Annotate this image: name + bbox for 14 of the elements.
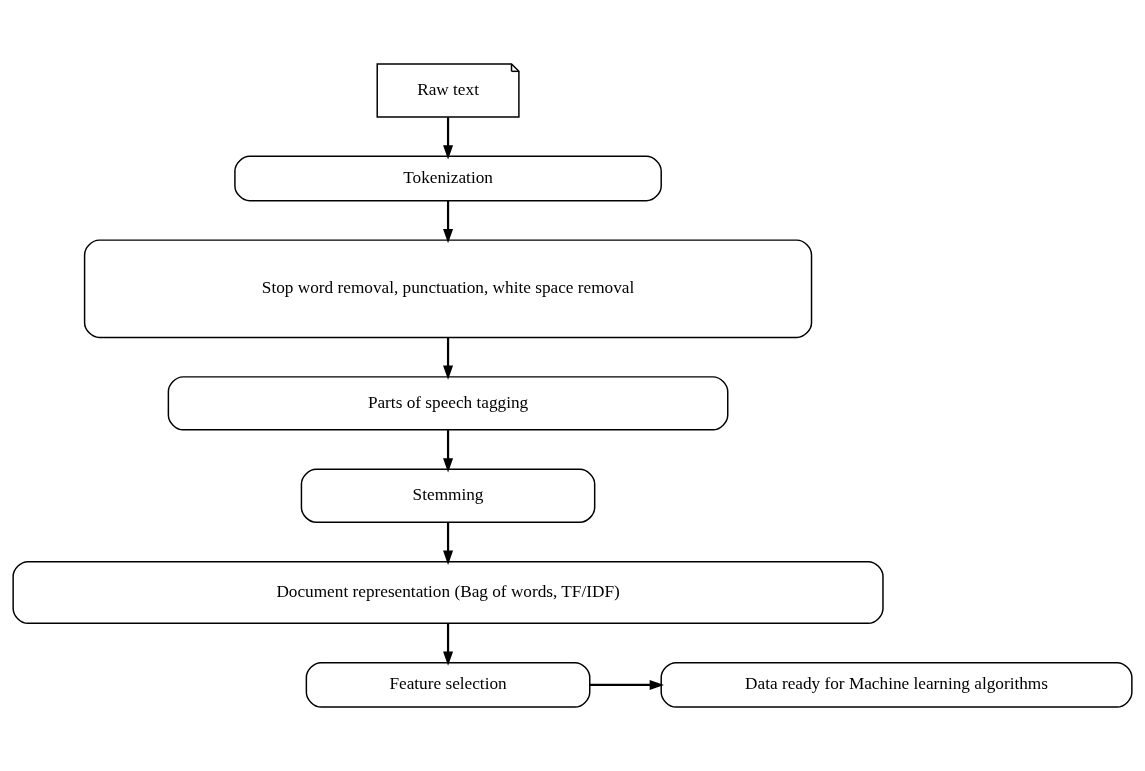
arrow	[443, 623, 454, 666]
arrow	[443, 430, 454, 473]
node-box: Stemming	[300, 468, 596, 523]
node-box: Parts of speech tagging	[167, 376, 729, 431]
arrow	[589, 679, 664, 690]
arrow	[443, 522, 454, 565]
arrow	[443, 117, 454, 160]
arrow	[443, 337, 454, 380]
node-box: Tokenization	[234, 155, 662, 202]
node-box: Document representation (Bag of words, TF/IDF)	[12, 560, 884, 625]
arrow	[443, 201, 454, 244]
node-box: Feature selection	[305, 662, 591, 708]
node-box: Data ready for Machine learning algorithms	[660, 662, 1133, 708]
node-box: Stop word removal, punctuation, white space removal	[83, 239, 813, 339]
